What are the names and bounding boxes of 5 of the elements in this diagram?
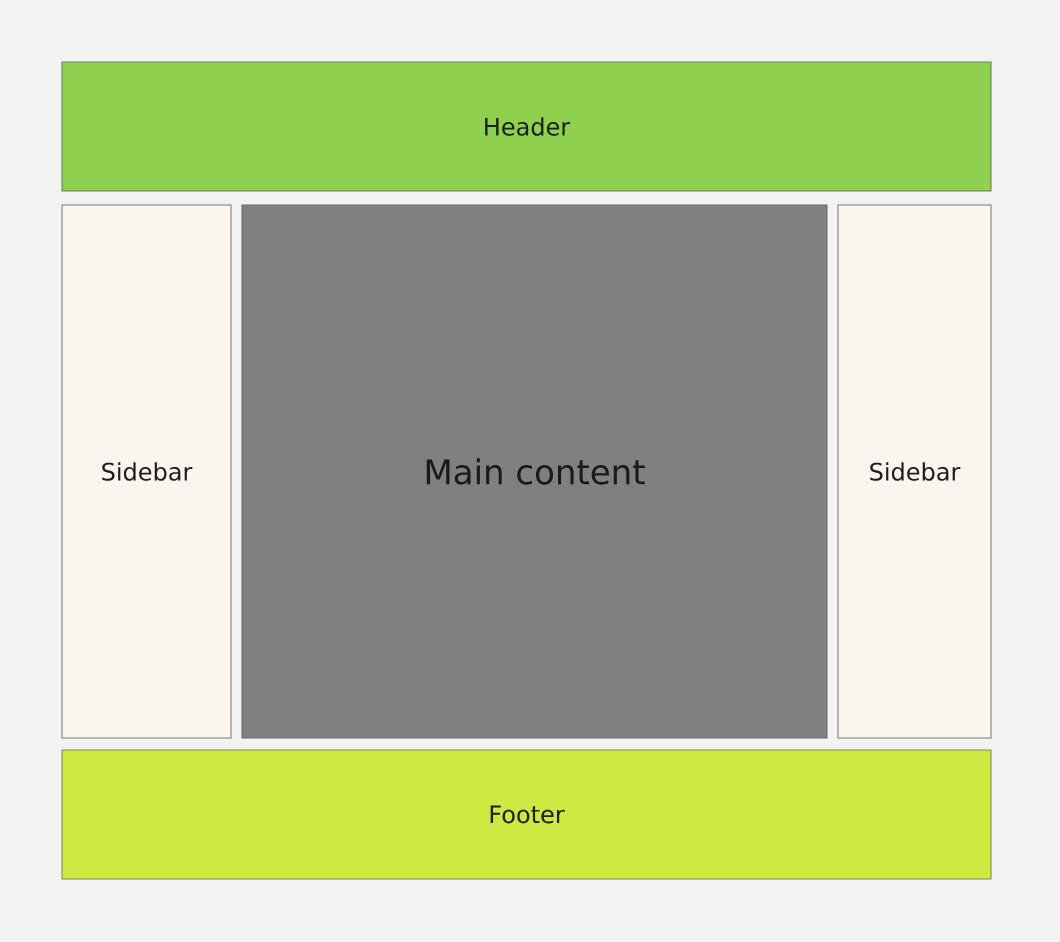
main-content-box: Main content: [241, 204, 828, 739]
footer-box: Footer: [61, 749, 992, 880]
header-box: Header: [61, 61, 992, 192]
sidebar-box: Sidebar: [837, 204, 992, 739]
sidebar-box: Sidebar: [61, 204, 232, 739]
